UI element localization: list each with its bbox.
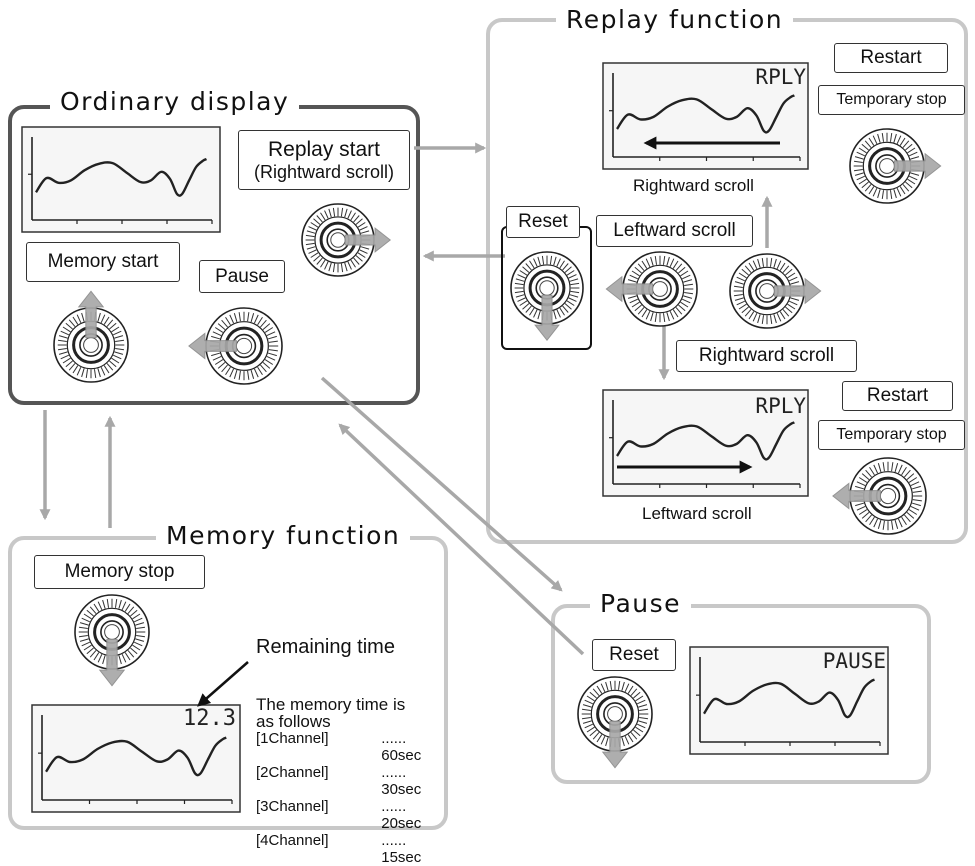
temporary-stop-bottom-label: Temporary stop	[818, 420, 965, 450]
channel-row: [1Channel] ...... 60sec	[256, 730, 446, 764]
knob-replay-leftward	[605, 251, 698, 327]
memory-start-label: Memory start	[26, 242, 180, 282]
rightward-scroll-caption-top: Rightward scroll	[633, 176, 754, 195]
remaining-time-caption: Remaining time	[256, 636, 395, 658]
channel-row: [3Channel] ...... 20sec	[256, 798, 446, 832]
lcd-screen-memory	[31, 704, 241, 813]
lcd-screen-ordinary	[21, 126, 221, 233]
channel-row: [4Channel] ...... 15sec	[256, 832, 446, 866]
function-flow-diagram: RPLY RPLY 12.3 PAUSE Ordinary display Re…	[8, 5, 968, 866]
lcd-screen-replay-bottom	[602, 389, 809, 497]
channel-time: ...... 15sec	[381, 832, 422, 866]
memory-screen-value: 12.3	[183, 706, 236, 731]
arrow-pause-to-ordinary	[338, 423, 585, 656]
knob-ordinary-memory	[53, 290, 129, 383]
lcd-screen-pause	[689, 646, 889, 755]
knob-replay-reset	[510, 251, 584, 342]
replay-bottom-screen-text: RPLY	[755, 394, 806, 418]
replay-start-line1: Replay start	[267, 137, 381, 161]
lcd-screen-replay-top	[602, 62, 809, 170]
pause-title: Pause	[590, 589, 692, 618]
restart-top-label: Restart	[834, 43, 948, 73]
temporary-stop-top-label: Temporary stop	[818, 85, 965, 115]
channel-row: [2Channel] ...... 30sec	[256, 764, 446, 798]
pause-label: Pause	[199, 260, 285, 293]
replay-reset-label: Reset	[506, 206, 580, 238]
leftward-scroll-label: Leftward scroll	[596, 215, 753, 247]
pause-screen-text: PAUSE	[823, 649, 886, 673]
memory-info-line2: as follows	[256, 712, 331, 731]
pause-reset-label: Reset	[592, 639, 676, 671]
diagram-graphics: RPLY RPLY 12.3 PAUSE	[21, 62, 942, 813]
knob-replay-temp-stop-top	[849, 128, 942, 204]
channel-time: ...... 20sec	[381, 798, 422, 832]
replay-top-screen-text: RPLY	[755, 65, 806, 89]
channel-time: ...... 30sec	[381, 764, 422, 798]
channel-time: ...... 60sec	[381, 730, 422, 764]
restart-bottom-label: Restart	[842, 381, 953, 411]
arrow-ordinary-to-pause	[320, 376, 563, 592]
knob-memory-stop	[74, 594, 150, 687]
replay-start-line2: (Rightward scroll)	[253, 161, 395, 182]
replay-function-title: Replay function	[556, 5, 794, 34]
memory-stop-label: Memory stop	[34, 555, 205, 589]
channel-label: [4Channel]	[256, 832, 329, 849]
memory-function-title: Memory function	[156, 521, 411, 550]
pause-panel	[551, 604, 931, 784]
memory-info-line1: The memory time is	[256, 695, 406, 714]
replay-start-label: Replay start (Rightward scroll)	[238, 130, 410, 190]
reset-frame	[501, 226, 592, 350]
ordinary-display-title: Ordinary display	[50, 87, 300, 116]
memory-time-info: The memory time is as follows [1Channel]…	[256, 696, 446, 866]
knob-replay-rightward	[729, 253, 822, 329]
channel-label: [1Channel]	[256, 730, 329, 747]
leftward-scroll-caption-bottom: Leftward scroll	[642, 504, 752, 523]
knob-replay-temp-stop-bottom	[832, 457, 927, 535]
channel-label: [3Channel]	[256, 798, 329, 815]
remaining-time-pointer	[197, 661, 249, 707]
rightward-scroll-label: Rightward scroll	[676, 340, 857, 372]
channel-label: [2Channel]	[256, 764, 329, 781]
knob-pause-reset	[577, 676, 653, 769]
knob-ordinary-replay	[301, 203, 392, 277]
knob-ordinary-pause	[188, 307, 283, 385]
